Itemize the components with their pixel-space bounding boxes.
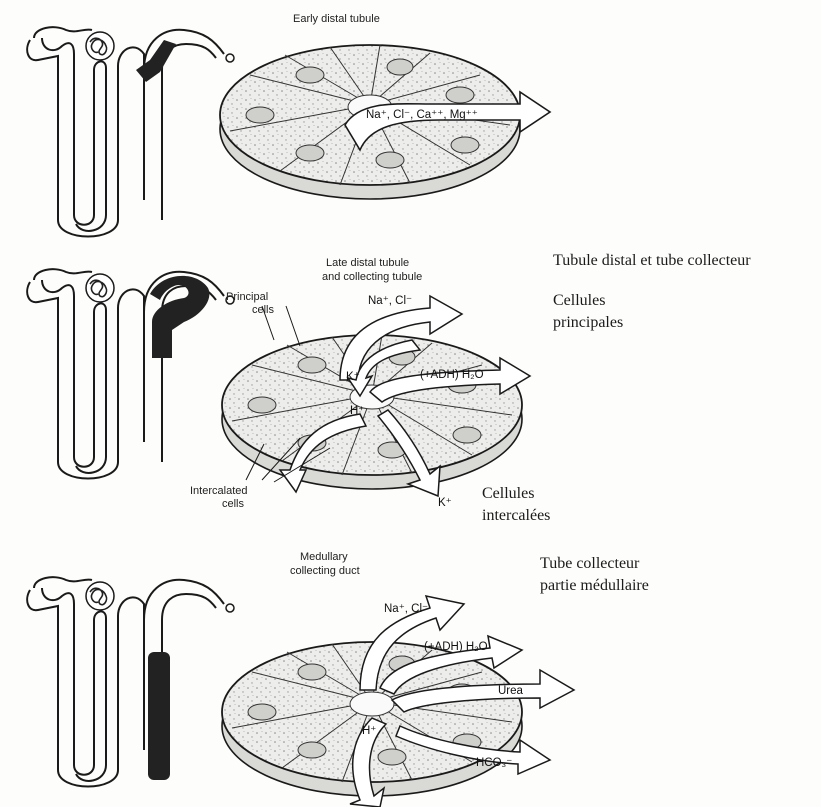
fr-tube-collecteur-2: partie médullaire bbox=[540, 575, 649, 597]
ion-med-h: H⁺ bbox=[362, 725, 376, 737]
ion-med-hco3: HCO₃⁻ bbox=[476, 757, 512, 769]
highlight-segment-3 bbox=[148, 652, 170, 780]
ion-med-h2o: (+ADH) H₂O bbox=[424, 641, 488, 653]
ion-late-h: H⁺ bbox=[350, 405, 364, 417]
title-med-2: collecting duct bbox=[290, 565, 360, 577]
fr-cellules-intercalees-1: Cellules bbox=[482, 483, 534, 505]
fr-cellules-principales-1: Cellules bbox=[553, 290, 605, 312]
label-principal-2: cells bbox=[252, 304, 275, 316]
ion-nacl-ca-mg: Na⁺, Cl⁻, Ca⁺⁺, Mg⁺⁺ bbox=[366, 109, 478, 121]
title-med-1: Medullary bbox=[300, 551, 348, 563]
ion-late-k-in: K⁺ bbox=[346, 371, 360, 383]
fr-cellules-principales-2: principales bbox=[553, 312, 623, 334]
label-intercalated-2: cells bbox=[222, 498, 245, 510]
label-intercalated-1: Intercalated bbox=[190, 485, 247, 497]
fr-cellules-intercalees-2: intercalées bbox=[482, 505, 550, 527]
nephron-sketch-1 bbox=[27, 27, 234, 236]
title-late-1: Late distal tubule bbox=[326, 257, 409, 269]
panel-late-distal: Late distal tubule and collecting tubule… bbox=[27, 257, 530, 510]
nephron-sketch-3 bbox=[27, 577, 234, 786]
panel-medullary: Medullary collecting duct Na⁺, Cl⁻ (+ADH… bbox=[27, 551, 574, 807]
fr-tubule-distal: Tubule distal et tube collecteur bbox=[553, 250, 751, 272]
highlight-segment-1 bbox=[136, 40, 176, 82]
ion-med-nacl: Na⁺, Cl⁻ bbox=[384, 603, 428, 615]
fr-tube-collecteur-1: Tube collecteur bbox=[540, 553, 639, 575]
highlight-segment-2 bbox=[150, 276, 209, 358]
label-principal-1: Principal bbox=[226, 291, 268, 303]
ion-late-nacl: Na⁺, Cl⁻ bbox=[368, 295, 412, 307]
title-early-distal: Early distal tubule bbox=[293, 13, 380, 25]
ion-late-k-out: K⁺ bbox=[438, 497, 452, 509]
title-late-2: and collecting tubule bbox=[322, 271, 422, 283]
ion-late-h2o: (+ADH) H₂O bbox=[420, 369, 484, 381]
ion-med-urea: Urea bbox=[498, 685, 524, 697]
panel-early-distal: Early distal tubule Na⁺, Cl⁻, Ca⁺⁺, Mg⁺⁺ bbox=[27, 13, 550, 237]
